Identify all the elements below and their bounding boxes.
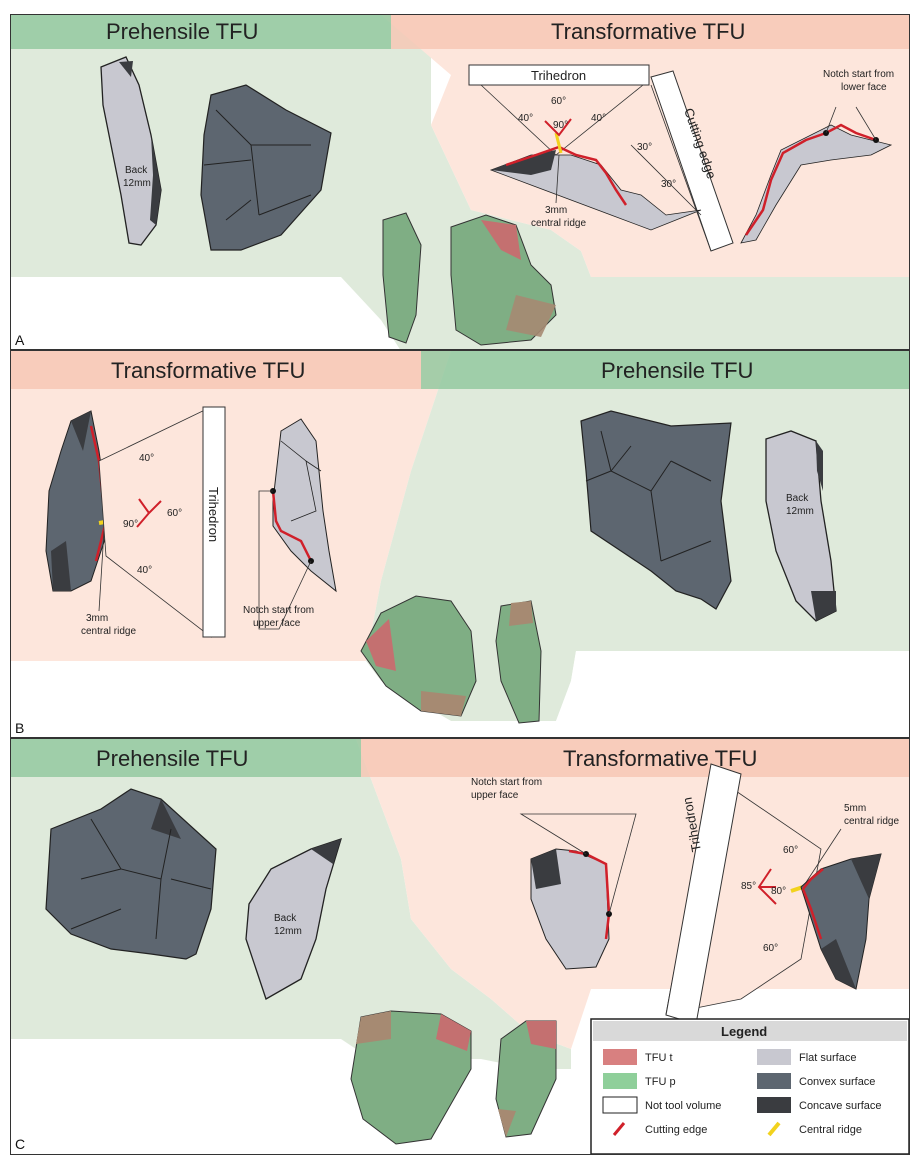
- panel-c-figure: Prehensile TFU Transformative TFU Back 1…: [11, 739, 910, 1155]
- back-label-c-2: 12mm: [274, 926, 302, 937]
- legend: Legend TFU t Flat surface TFU p Convex s…: [591, 1019, 909, 1154]
- legend-label-convex: Convex surface: [799, 1076, 875, 1088]
- back-label-a-1: Back: [125, 165, 148, 176]
- back-label-c-1: Back: [274, 913, 297, 924]
- legend-swatch-tfu-t: [603, 1049, 637, 1065]
- svg-text:90°: 90°: [553, 120, 568, 131]
- panel-letter-c: C: [15, 1136, 25, 1152]
- legend-title: Legend: [721, 1024, 767, 1039]
- legend-label-not-tool: Not tool volume: [645, 1100, 721, 1112]
- back-label-b-2: 12mm: [786, 506, 814, 517]
- panel-c-left-title: Prehensile TFU: [96, 746, 248, 771]
- ridge-label-a-1: 3mm: [545, 205, 567, 216]
- svg-text:30°: 30°: [661, 179, 676, 190]
- trihedron-label-b: Trihedron: [206, 487, 221, 542]
- trihedron-label-a: Trihedron: [531, 68, 586, 83]
- notch-label-a-2: lower face: [841, 82, 887, 93]
- legend-label-central-ridge: Central ridge: [799, 1124, 862, 1136]
- ridge-label-b-2: central ridge: [81, 626, 136, 637]
- legend-label-flat: Flat surface: [799, 1052, 856, 1064]
- panel-letter-b: B: [15, 720, 24, 736]
- svg-text:40°: 40°: [139, 453, 154, 464]
- svg-text:60°: 60°: [167, 508, 182, 519]
- back-label-b-1: Back: [786, 493, 809, 504]
- legend-swatch-tfu-p: [603, 1073, 637, 1089]
- legend-label-tfu-t: TFU t: [645, 1052, 673, 1064]
- svg-text:60°: 60°: [763, 943, 778, 954]
- notch-label-b-1: Notch start from: [243, 605, 314, 616]
- svg-text:80°: 80°: [771, 886, 786, 897]
- ridge-label-c-1: 5mm: [844, 803, 866, 814]
- notch-label-a-1: Notch start from: [823, 69, 894, 80]
- back-label-a-2: 12mm: [123, 178, 151, 189]
- legend-label-concave: Concave surface: [799, 1100, 882, 1112]
- notch-label-c-1: Notch start from: [471, 777, 542, 788]
- panel-letter-a: A: [15, 332, 25, 348]
- svg-text:60°: 60°: [783, 845, 798, 856]
- notch-label-c-2: upper face: [471, 790, 519, 801]
- legend-swatch-concave: [757, 1097, 791, 1113]
- legend-label-tfu-p: TFU p: [645, 1076, 676, 1088]
- panel-c: Prehensile TFU Transformative TFU Back 1…: [10, 738, 910, 1155]
- panel-b-figure: Transformative TFU Prehensile TFU Trihed…: [11, 351, 910, 738]
- ridge-label-a-2: central ridge: [531, 218, 586, 229]
- panel-a: Prehensile TFU Transformative TFU Back 1…: [10, 14, 910, 350]
- svg-text:30°: 30°: [637, 142, 652, 153]
- panel-a-right-title: Transformative TFU: [551, 19, 745, 44]
- panel-b-left-title: Transformative TFU: [111, 358, 305, 383]
- panel-b-right-title: Prehensile TFU: [601, 358, 753, 383]
- legend-swatch-not-tool: [603, 1097, 637, 1113]
- panel-a-left-title: Prehensile TFU: [106, 19, 258, 44]
- svg-text:85°: 85°: [741, 881, 756, 892]
- panel-a-figure: Prehensile TFU Transformative TFU Back 1…: [11, 15, 910, 350]
- notch-label-b-2: upper face: [253, 618, 301, 629]
- legend-label-cutting-edge: Cutting edge: [645, 1124, 707, 1136]
- svg-text:60°: 60°: [551, 96, 566, 107]
- ridge-label-c-2: central ridge: [844, 816, 899, 827]
- white-bottom-a: [11, 277, 401, 350]
- legend-swatch-flat: [757, 1049, 791, 1065]
- legend-swatch-convex: [757, 1073, 791, 1089]
- panel-b: Transformative TFU Prehensile TFU Trihed…: [10, 350, 910, 738]
- svg-text:40°: 40°: [591, 113, 606, 124]
- panel-c-right-title: Transformative TFU: [563, 746, 757, 771]
- svg-text:90°: 90°: [123, 519, 138, 530]
- svg-text:40°: 40°: [518, 113, 533, 124]
- svg-text:40°: 40°: [137, 565, 152, 576]
- ridge-label-b-1: 3mm: [86, 613, 108, 624]
